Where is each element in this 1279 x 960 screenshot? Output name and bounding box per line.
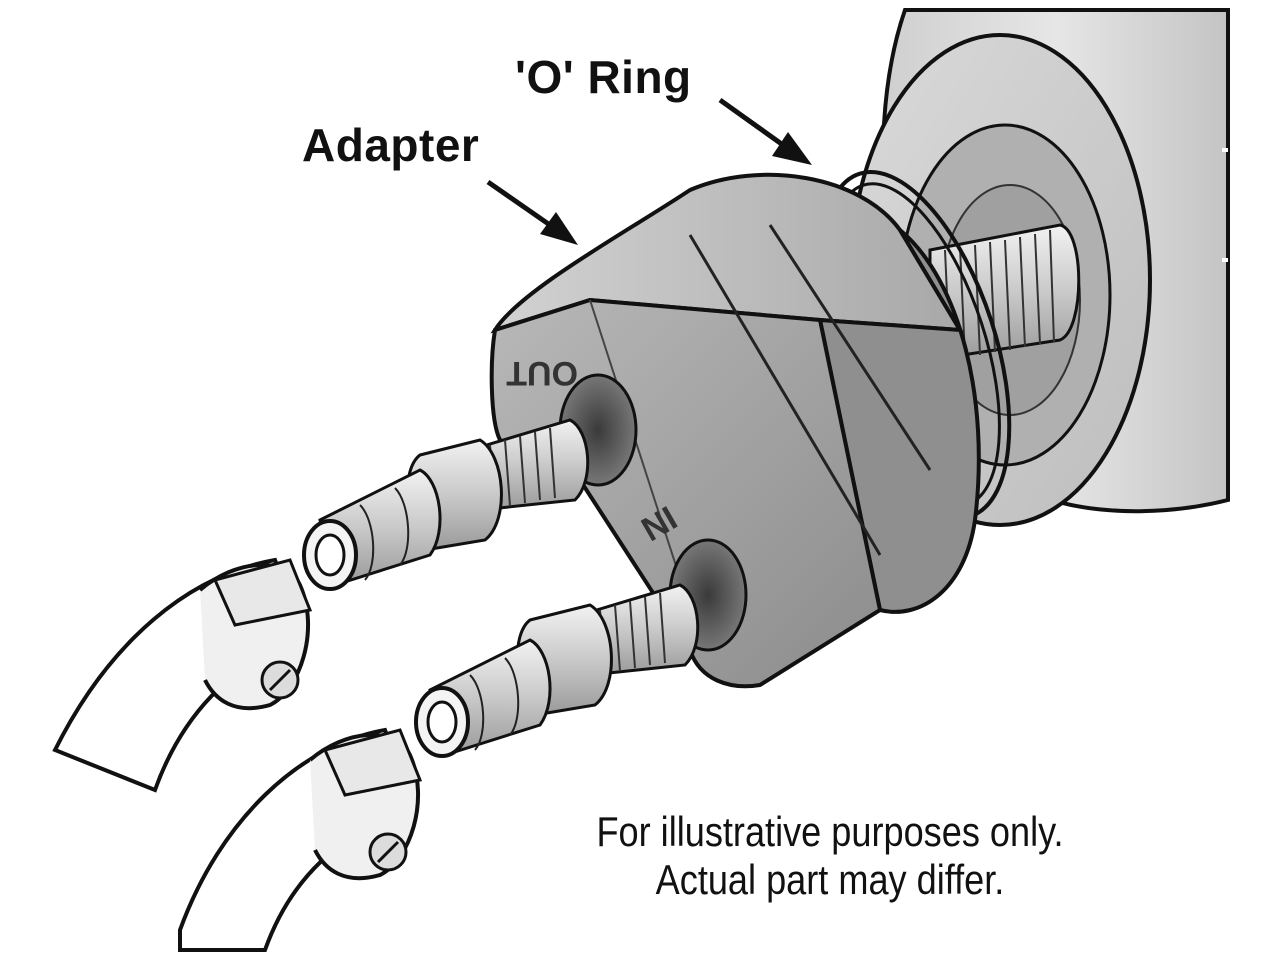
adapter-arrow [486,179,578,245]
o-ring-arrow [718,97,812,165]
out-stamp: OUT [506,354,578,392]
disclaimer-line-1: For illustrative purposes only. [596,808,1064,855]
upper-barb-fitting [302,418,590,591]
disclaimer-line-2: Actual part may differ. [655,856,1005,903]
upper-hose [52,557,313,793]
disclaimer-text: For illustrative purposes only. Actual p… [563,808,1096,904]
lower-hose [178,727,423,952]
adapter-block: OUT IN [489,172,981,689]
adapter-label: Adapter [302,119,480,171]
lower-barb-fitting [414,583,700,758]
o-ring-label: 'O' Ring [515,51,692,103]
